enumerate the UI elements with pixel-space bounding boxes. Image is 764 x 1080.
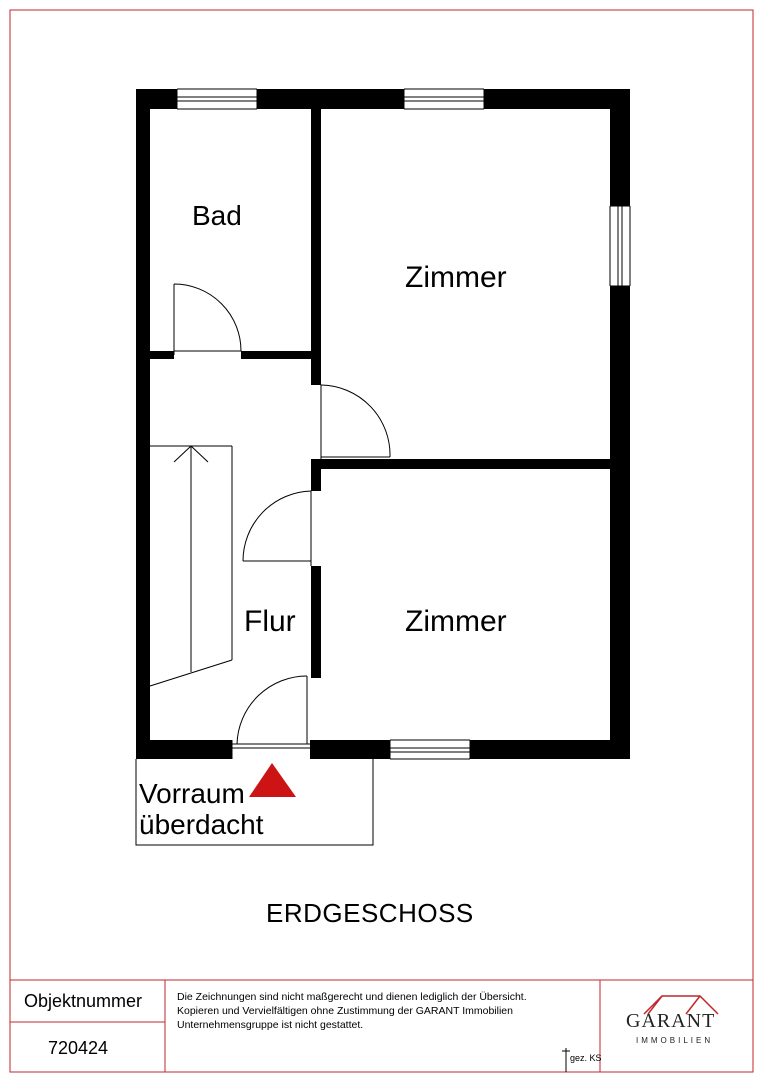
- garant-logo-name: GARANT: [626, 1010, 716, 1032]
- door-bad: [173, 283, 242, 355]
- garant-logo-sub: IMMOBILIEN: [636, 1036, 714, 1045]
- objekt-label: Objektnummer: [24, 991, 143, 1011]
- window-zimmer-bottom: [389, 739, 471, 760]
- window-zimmer-top: [403, 88, 485, 110]
- room-label-vorraum: Vorraum: [139, 778, 245, 809]
- disclaimer-line-1: Die Zeichnungen sind nicht maßgerecht un…: [177, 991, 527, 1003]
- garant-logo-roof: [643, 995, 719, 1015]
- windows: [176, 88, 631, 760]
- sheet-border: [9, 9, 754, 1073]
- doors: [173, 283, 391, 745]
- entrance-marker: [249, 763, 296, 797]
- door-zimmer-top: [320, 384, 391, 459]
- room-label-zimmer-bottom: Zimmer: [405, 605, 507, 638]
- signature: gez. KS: [570, 1053, 602, 1063]
- door-entrance: [236, 675, 308, 745]
- disclaimer-line-2: Kopieren und Vervielfältigen ohne Zustim…: [177, 1005, 513, 1017]
- window-bad-top: [176, 88, 258, 110]
- objekt-number: 720424: [48, 1038, 109, 1058]
- disclaimer-line-3: Unternehmensgruppe ist nicht gestattet.: [177, 1019, 364, 1031]
- door-zimmer-bottom: [242, 490, 312, 566]
- footer-grid: [10, 979, 753, 1072]
- entrance-opening: [231, 740, 310, 759]
- interior-walls: [136, 89, 630, 678]
- staircase: [149, 445, 233, 687]
- room-label-zimmer-top: Zimmer: [405, 261, 507, 294]
- room-label-flur: Flur: [244, 605, 296, 638]
- porch-outline: [135, 759, 374, 846]
- floor-title: ERDGESCHOSS: [266, 898, 474, 928]
- window-zimmer-right: [609, 205, 631, 287]
- room-label-bad: Bad: [192, 200, 242, 231]
- room-label-ueberdacht: überdacht: [139, 809, 264, 840]
